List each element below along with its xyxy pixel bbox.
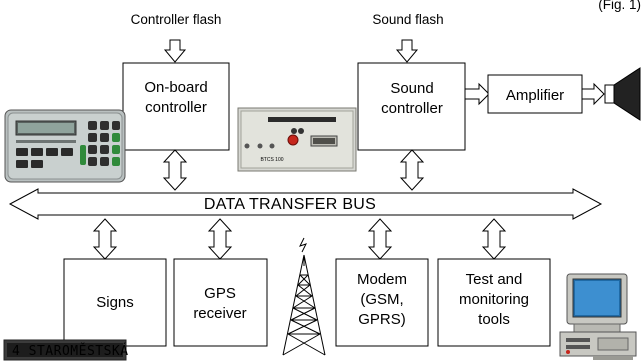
amplifier-to-speaker-arrow bbox=[581, 82, 605, 106]
keypad-device-image bbox=[4, 109, 126, 183]
signs-label: Signs bbox=[96, 294, 134, 311]
signs-bus-arrow bbox=[92, 218, 118, 260]
antenna-tower-icon bbox=[282, 237, 326, 356]
speaker-icon bbox=[604, 67, 641, 121]
test-tools-box bbox=[437, 258, 551, 347]
test-bus-arrow bbox=[481, 218, 507, 260]
controller-flash-arrow bbox=[163, 39, 187, 63]
test-label-3: tools bbox=[478, 311, 510, 328]
sound-controller-label-2: controller bbox=[381, 100, 443, 117]
sound-flash-label: Sound flash bbox=[372, 12, 443, 27]
gps-label-1: GPS bbox=[204, 285, 236, 302]
controller-flash-label: Controller flash bbox=[131, 12, 222, 27]
sound-device-model-text: BTCS 100 bbox=[260, 157, 283, 163]
figure-reference: (Fig. 1) bbox=[598, 0, 641, 12]
gps-receiver-box bbox=[173, 258, 268, 347]
sound-flash-arrow bbox=[395, 39, 419, 63]
test-label-1: Test and bbox=[466, 271, 523, 288]
computer-icon bbox=[559, 273, 637, 360]
gps-bus-arrow bbox=[207, 218, 233, 260]
modem-bus-arrow bbox=[367, 218, 393, 260]
sign-display-image: 4 STAROMĚSTSKÁ bbox=[3, 339, 129, 361]
modem-label-3: GPRS) bbox=[358, 311, 406, 328]
sound-controller-box bbox=[357, 62, 466, 151]
modem-label-1: Modem bbox=[357, 271, 407, 288]
test-label-2: monitoring bbox=[459, 291, 529, 308]
data-transfer-bus bbox=[8, 188, 603, 220]
onboard-bus-arrow bbox=[162, 149, 188, 191]
sound-controller-label-1: Sound bbox=[390, 80, 433, 97]
amplifier-label: Amplifier bbox=[506, 87, 564, 104]
gps-label-2: receiver bbox=[193, 305, 246, 322]
onboard-controller-label-1: On-board bbox=[144, 79, 207, 96]
modem-label-2: (GSM, bbox=[360, 291, 403, 308]
sound-to-amplifier-arrow bbox=[464, 82, 490, 106]
bus-label: DATA TRANSFER BUS bbox=[204, 196, 376, 213]
sound-bus-arrow bbox=[399, 149, 425, 191]
amplifier-box bbox=[487, 74, 583, 114]
modem-box bbox=[335, 258, 429, 347]
onboard-controller-label-2: controller bbox=[145, 99, 207, 116]
signs-box bbox=[63, 258, 167, 347]
sign-display-text: 4 STAROMĚSTSKÁ bbox=[12, 343, 129, 359]
onboard-controller-box bbox=[122, 62, 230, 151]
sound-controller-device-image: BTCS 100 bbox=[237, 107, 357, 172]
